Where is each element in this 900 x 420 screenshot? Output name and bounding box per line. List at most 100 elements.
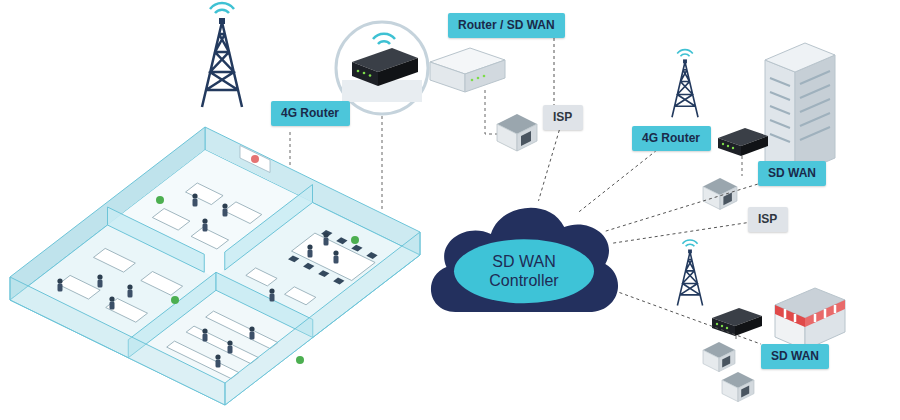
cell-tower [672, 50, 698, 118]
device-label: 4G Router [281, 106, 339, 120]
isp-tag: ISP [543, 105, 583, 130]
text-block: 4G Router [281, 106, 339, 120]
sdwan-appliance [430, 62, 465, 92]
office-person [202, 328, 207, 341]
sdwan-appliance [483, 75, 486, 78]
office-plant [296, 356, 304, 364]
office-floor [94, 248, 136, 272]
dashed-wire [382, 116, 383, 212]
device-label: ISP [553, 110, 572, 124]
office-floor [141, 272, 183, 296]
zoom-circle [378, 58, 418, 86]
glass-wall [225, 232, 420, 405]
text-block: ISP [758, 212, 777, 226]
office-person [269, 288, 274, 301]
dashed-link [603, 286, 761, 344]
office-partition [108, 207, 205, 272]
office-person [215, 354, 220, 367]
cell-tower [677, 240, 702, 306]
office-person [109, 296, 114, 309]
zoom-circle [357, 70, 360, 73]
office-floor [246, 268, 277, 286]
text-block: ISP [553, 110, 572, 124]
office-floor [108, 150, 313, 278]
office-tower [795, 55, 835, 175]
device-label: ISP [758, 212, 777, 226]
zoom-circle [373, 34, 395, 44]
controller-label: SD WAN Controller [468, 252, 580, 290]
office-floor [10, 150, 420, 405]
device-label: Router / SD WAN [458, 18, 555, 32]
office-partition [225, 185, 313, 271]
zoom-circle [363, 72, 366, 75]
office-person [202, 218, 207, 231]
office-person [222, 203, 227, 216]
text-block: Router / SD WAN [458, 18, 555, 32]
controller-oval [454, 239, 594, 303]
office-floor [10, 150, 420, 405]
isp-building [703, 178, 737, 209]
dashed-link [606, 184, 758, 231]
cloud-shape [431, 208, 618, 312]
retail-store [785, 305, 835, 322]
glass-wall [10, 277, 225, 405]
isp-building [722, 372, 754, 402]
office-person [323, 232, 328, 245]
office-plant [171, 296, 179, 304]
dashed-wire [290, 90, 742, 342]
isp-tag: ISP [748, 207, 788, 232]
office-floor [366, 252, 377, 259]
office-tower [765, 60, 795, 175]
office-person [127, 284, 132, 297]
office-floor [336, 237, 347, 244]
device-tag: SD WAN [758, 161, 826, 186]
office-tower [765, 43, 835, 72]
wall-chart [251, 155, 259, 163]
device-tag: SD WAN [761, 344, 829, 369]
zoom-circle [352, 62, 378, 86]
isp-building [497, 114, 537, 151]
office-person [192, 193, 197, 206]
sdwan-appliance [465, 60, 505, 92]
device-tag: 4G Router [271, 101, 350, 126]
office-floor [191, 227, 229, 249]
text-block: SD WAN [768, 166, 816, 180]
device-label: SD WAN [768, 166, 816, 180]
office-floor [288, 255, 299, 262]
isp-building [703, 342, 735, 372]
edge-router [718, 128, 768, 156]
office-person [97, 274, 102, 287]
office-floorplan [10, 127, 420, 405]
sdwan-appliance [430, 48, 505, 92]
office-plant [351, 236, 359, 244]
office-floor [285, 287, 316, 305]
retail-store [775, 305, 805, 327]
zoom-circle [336, 22, 428, 114]
device-label: SD WAN [771, 349, 819, 363]
office-floor [224, 202, 262, 224]
dashed-wire [290, 132, 291, 166]
controller-cloud: SD WAN Controller [422, 192, 622, 322]
edge-router [712, 308, 762, 336]
zoom-circle [369, 74, 372, 77]
text-block: SD WAN Controller [468, 252, 580, 290]
wall-chart [240, 146, 270, 173]
device-tag: 4G Router [632, 126, 711, 151]
office-floor [351, 245, 362, 252]
cell-tower [202, 3, 242, 107]
office-floor [152, 209, 190, 231]
dashed-wire [485, 90, 497, 134]
office-person [333, 250, 338, 263]
office-person [57, 278, 62, 291]
office-tower [765, 43, 835, 175]
office-person [249, 326, 254, 339]
office-person [227, 340, 232, 353]
sdwan-appliance [477, 77, 480, 80]
office-floor [58, 275, 100, 299]
office-plant [156, 196, 164, 204]
retail-store [775, 288, 845, 350]
office-floor [186, 183, 224, 205]
text-block: SD WAN [771, 349, 819, 363]
